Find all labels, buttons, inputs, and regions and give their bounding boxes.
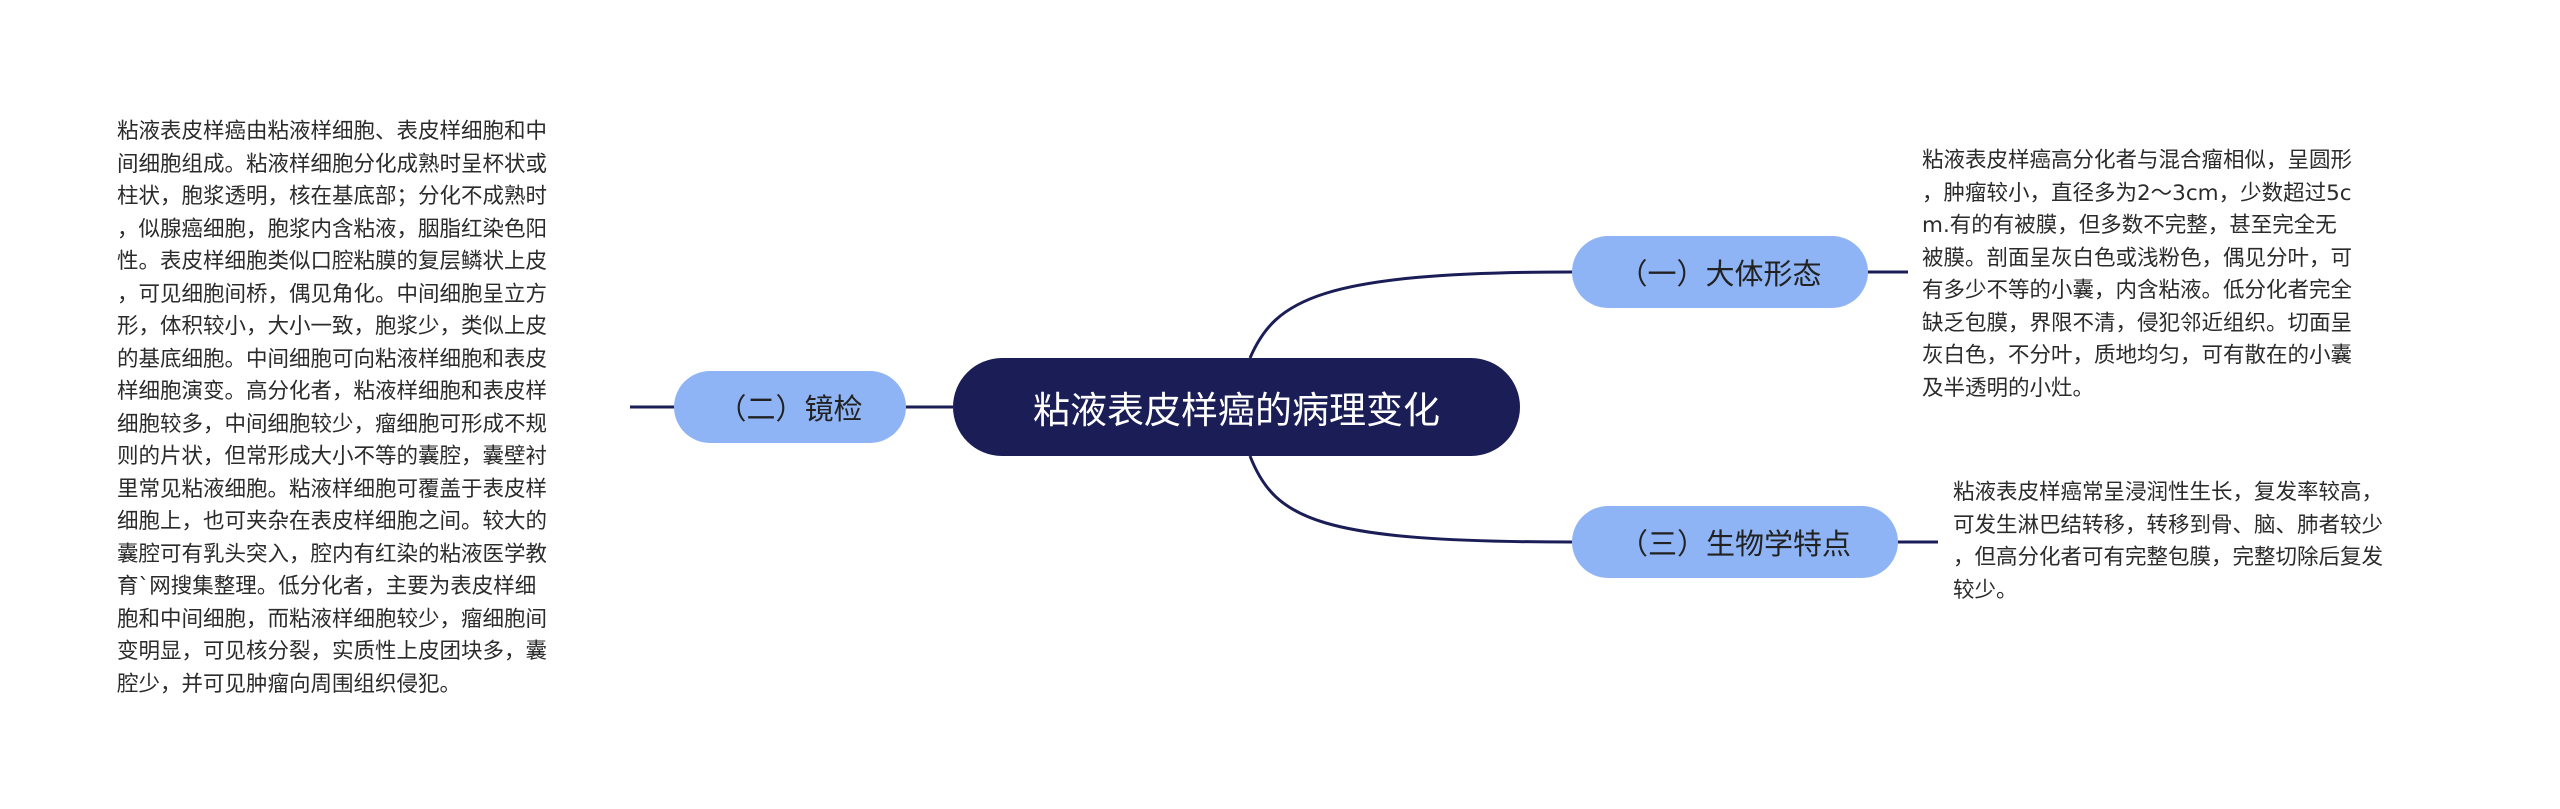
- note-line: ，肿瘤较小，直径多为2～3cm，少数超过5c: [1922, 180, 2352, 206]
- note-line: 里常见粘液细胞。粘液样细胞可覆盖于表皮样: [117, 476, 548, 502]
- morphology-note: 粘液表皮样癌高分化者与混合瘤相似，呈圆形 ，肿瘤较小，直径多为2～3cm，少数超…: [1922, 145, 2432, 405]
- microscopy-note: 粘液表皮样癌由粘液样细胞、表皮样细胞和中 间细胞组成。粘液样细胞分化成熟时呈杯状…: [117, 116, 627, 701]
- central-topic-label: 粘液表皮样癌的病理变化: [1033, 389, 1440, 432]
- branch-microscopy[interactable]: （二）镜检: [674, 371, 906, 443]
- note-line: 变明显，可见核分裂，实质性上皮团块多，囊: [117, 639, 548, 664]
- note-line: ，但高分化者可有完整包膜，完整切除后复发: [1953, 545, 2384, 570]
- branch-morphology-label: （一）大体形态: [1618, 257, 1822, 291]
- note-line: 则的片状，但常形成大小不等的囊腔，囊壁衬: [117, 444, 548, 469]
- note-line: 样细胞演变。高分化者，粘液样细胞和表皮样: [117, 379, 548, 404]
- connector-bio: [1248, 455, 1573, 544]
- note-line: 有多少不等的小囊，内含粘液。低分化者完全: [1922, 278, 2353, 303]
- biology-note: 粘液表皮样癌常呈浸润性生长，复发率较高， 可发生淋巴结转移，转移到骨、脑、肺者较…: [1953, 477, 2463, 607]
- note-line: 胞和中间细胞，而粘液样细胞较少，瘤细胞间: [117, 606, 548, 632]
- branch-biology[interactable]: （三）生物学特点: [1572, 506, 1898, 578]
- note-line: 缺乏包膜，界限不清，侵犯邻近组织。切面呈: [1922, 310, 2353, 336]
- note-line: m.有的有被膜，但多数不完整，甚至完全无: [1922, 213, 2337, 238]
- note-line: 粘液表皮样癌高分化者与混合瘤相似，呈圆形: [1922, 148, 2353, 173]
- central-topic[interactable]: 粘液表皮样癌的病理变化: [953, 358, 1520, 456]
- branch-morphology[interactable]: （一）大体形态: [1572, 236, 1868, 308]
- note-line: 囊腔可有乳头突入，腔内有红染的粘液医学教: [117, 541, 548, 567]
- note-line: 粘液表皮样癌常呈浸润性生长，复发率较高，: [1953, 480, 2384, 505]
- note-line: 被膜。剖面呈灰白色或浅粉色，偶见分叶，可: [1922, 245, 2353, 271]
- note-line: 育`网搜集整理。低分化者，主要为表皮样细: [117, 574, 537, 599]
- note-line: 柱状，胞浆透明，核在基底部；分化不成熟时: [117, 184, 548, 209]
- note-line: ，可见细胞间桥，偶见角化。中间细胞呈立方: [117, 281, 548, 307]
- note-line: ，似腺癌细胞，胞浆内含粘液，胭脂红染色阳: [117, 216, 548, 242]
- note-line: 细胞上，也可夹杂在表皮样细胞之间。较大的: [117, 509, 548, 534]
- note-line: 及半透明的小灶。: [1922, 375, 2095, 401]
- branch-biology-label: （三）生物学特点: [1618, 527, 1851, 561]
- note-line: 间细胞组成。粘液样细胞分化成熟时呈杯状或: [117, 151, 548, 177]
- note-line: 粘液表皮样癌由粘液样细胞、表皮样细胞和中: [117, 119, 548, 144]
- note-line: 灰白色，不分叶，质地均匀，可有散在的小囊: [1922, 343, 2353, 368]
- note-line: 形，体积较小，大小一致，胞浆少，类似上皮: [117, 314, 548, 339]
- note-line: 较少。: [1953, 577, 2018, 603]
- note-line: 性。表皮样细胞类似口腔粘膜的复层鳞状上皮: [117, 249, 548, 274]
- note-line: 的基底细胞。中间细胞可向粘液样细胞和表皮: [117, 346, 548, 372]
- note-line: 细胞较多，中间细胞较少，瘤细胞可形成不规: [117, 411, 548, 437]
- note-line: 腔少，并可见肿瘤向周围组织侵犯。: [117, 671, 462, 697]
- note-line: 可发生淋巴结转移，转移到骨、脑、肺者较少: [1953, 512, 2384, 538]
- connector-morphology: [1248, 270, 1573, 359]
- branch-microscopy-label: （二）镜检: [717, 392, 863, 426]
